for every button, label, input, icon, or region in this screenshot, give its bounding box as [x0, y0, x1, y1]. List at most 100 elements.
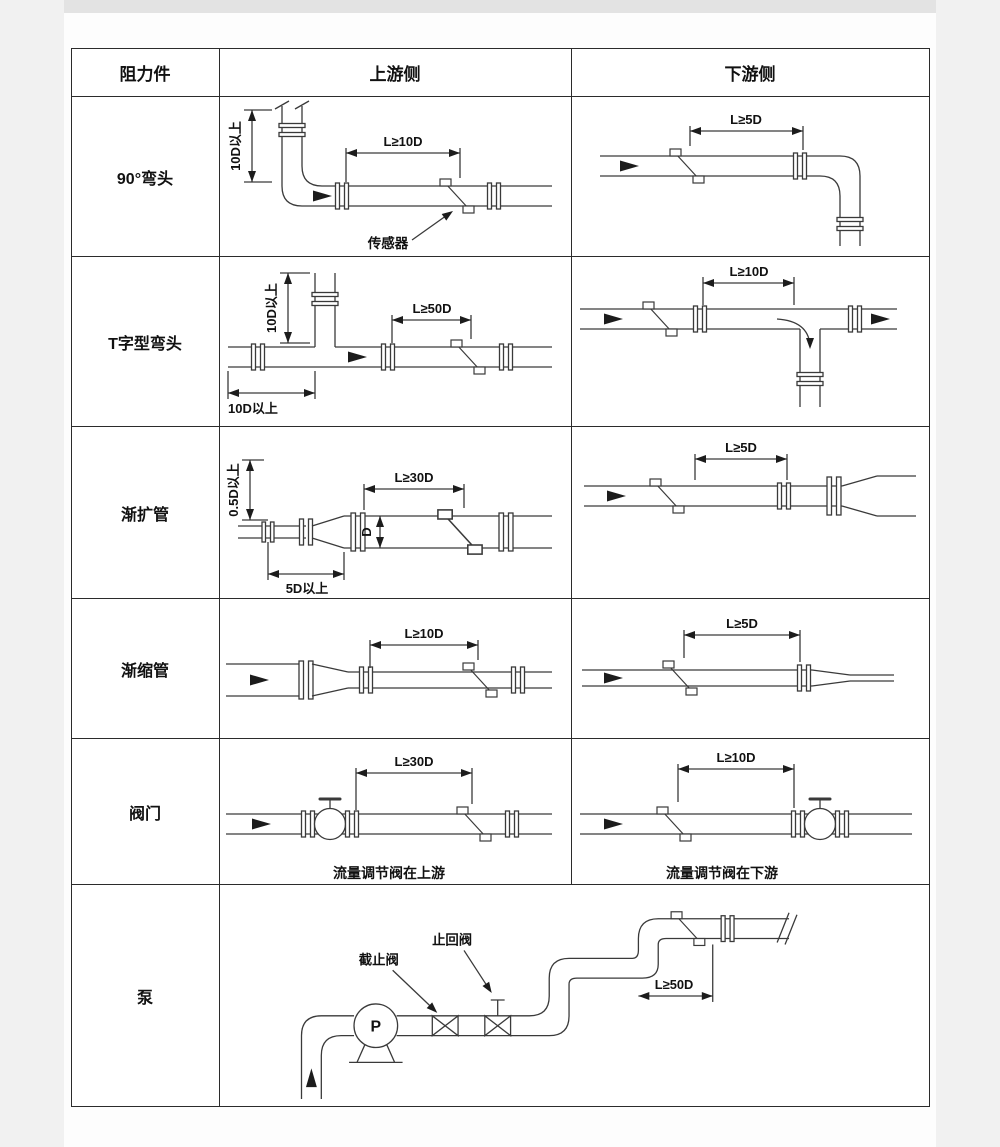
dimension-L5D: L≥5D	[694, 440, 788, 480]
sensor-icon	[642, 300, 678, 337]
flange-icon	[692, 304, 708, 333]
dimension-D: D	[359, 515, 384, 548]
dim-label: 10D以上	[228, 401, 278, 416]
flow-arrow-icon	[252, 818, 271, 829]
flange-icon	[796, 663, 812, 692]
diagram-elbow90-downstream: L≥5D	[600, 112, 864, 246]
pump-stand	[349, 1043, 403, 1063]
dim-label: L≥50D	[655, 977, 694, 992]
row-label-elbow90: 90°弯头	[70, 96, 220, 257]
stop-valve-icon	[431, 1014, 459, 1036]
row-expander: 渐扩管 D	[70, 426, 930, 599]
flange-icon	[847, 304, 863, 333]
row-valve: 阀门 L≥30D 流量调节阀在上游	[70, 738, 930, 885]
header-row: 阻力件 上游侧 下游侧	[70, 48, 930, 97]
pipe	[396, 937, 790, 1036]
control-valve-icon	[803, 797, 837, 841]
expander-cone	[311, 514, 345, 549]
check-valve-icon	[484, 1014, 512, 1036]
row-reducer: 渐缩管 L≥10D	[70, 598, 930, 739]
sensor-icon	[456, 805, 492, 842]
flow-arrow-icon	[250, 674, 269, 685]
flange-icon	[720, 914, 735, 942]
flange-icon	[261, 520, 275, 543]
flange-icon	[278, 122, 306, 137]
header-upstream: 上游侧	[218, 48, 572, 97]
dimension-L10D: L≥10D	[702, 264, 795, 305]
flange-icon	[826, 475, 842, 516]
reducer-cone	[811, 668, 851, 687]
dimension-L30D: L≥30D	[355, 754, 473, 810]
pipe-large	[226, 662, 304, 697]
stop-valve-label: 截止阀	[359, 951, 399, 967]
flange-icon	[776, 481, 792, 510]
cell-reducer-downstream: L≥5D	[570, 598, 930, 739]
diagram-expander-downstream: L≥5D	[584, 440, 916, 517]
dim-label: D	[359, 527, 374, 536]
flow-arrow-icon	[604, 313, 623, 324]
pipe-break-icon	[274, 99, 310, 110]
pipe	[396, 917, 790, 1016]
pipe-small	[850, 673, 894, 682]
page: 阻力件 上游侧 下游侧 90°弯头	[64, 0, 936, 1147]
sensor-label: 传感器	[367, 235, 409, 251]
diagram-valve-downstream: L≥10D 流量调节阀在下游	[580, 750, 912, 881]
cell-pump-diagram: P 截止阀 止	[218, 884, 930, 1107]
pipe	[600, 174, 841, 246]
dim-label: L≥10D	[717, 750, 756, 765]
flange-icon	[510, 665, 526, 694]
sensor-icon	[669, 147, 705, 184]
flange-icon	[498, 342, 514, 371]
dimension-L30D: L≥30D	[363, 470, 465, 510]
dimension-L10D: L≥10D	[345, 134, 461, 182]
cell-tee-upstream: L≥50D 10D以上 10D以上	[218, 256, 572, 427]
diagram-tee-downstream: L≥10D	[580, 264, 897, 407]
sensor-icon	[662, 659, 698, 696]
top-band	[64, 0, 936, 13]
row-label-pump: 泵	[70, 884, 220, 1107]
flow-curve	[776, 317, 811, 345]
flange-icon	[796, 371, 824, 386]
pipe	[281, 105, 552, 207]
dimension-10D-vertical: 10D以上	[228, 108, 272, 183]
pipe	[320, 1034, 355, 1099]
pipe	[584, 484, 842, 507]
pipe	[600, 154, 861, 246]
flow-arrow-icon	[348, 351, 367, 362]
pipe	[226, 812, 552, 835]
cell-expander-downstream: L≥5D	[570, 426, 930, 599]
sensor-icon	[670, 910, 706, 946]
pump-body	[353, 1002, 399, 1048]
sensor-callout: 传感器	[367, 207, 456, 251]
reducer-cone	[311, 662, 349, 697]
caption: 流量调节阀在下游	[666, 865, 778, 881]
dimension-10D-horizontal: 10D以上	[227, 370, 316, 416]
row-label-valve: 阀门	[70, 738, 220, 885]
sensor-icon	[450, 338, 486, 375]
flow-arrow-icon	[604, 818, 623, 829]
flange-icon	[334, 181, 350, 210]
flange-icon	[298, 659, 314, 700]
flange-icon	[498, 511, 514, 552]
flow-arrow-icon	[604, 672, 623, 683]
pump-letter: P	[371, 1018, 382, 1035]
expander-cone	[841, 474, 878, 517]
flange-icon	[344, 809, 360, 838]
diagram-valve-upstream: L≥30D 流量调节阀在上游	[226, 754, 552, 881]
header-resistance: 阻力件	[70, 48, 220, 97]
flange-icon	[358, 665, 374, 694]
dim-label: 10D以上	[228, 121, 243, 171]
dimension-L50D: L≥50D	[638, 943, 714, 1002]
dimension-L5D: L≥5D	[683, 616, 801, 662]
flow-arrow-icon	[305, 1067, 317, 1087]
sensor-icon	[462, 661, 498, 698]
row-elbow90: 90°弯头 L≥10D	[70, 96, 930, 257]
dim-label: L≥5D	[725, 440, 757, 455]
flange-icon	[486, 181, 502, 210]
dimension-L10D: L≥10D	[677, 750, 795, 808]
cell-valve-upstream: L≥30D 流量调节阀在上游	[218, 738, 572, 885]
flow-arrow-icon	[871, 313, 890, 324]
check-valve-callout: 止回阀	[432, 931, 496, 995]
check-valve-label: 止回阀	[432, 931, 472, 947]
flow-arrow-icon	[607, 490, 626, 501]
